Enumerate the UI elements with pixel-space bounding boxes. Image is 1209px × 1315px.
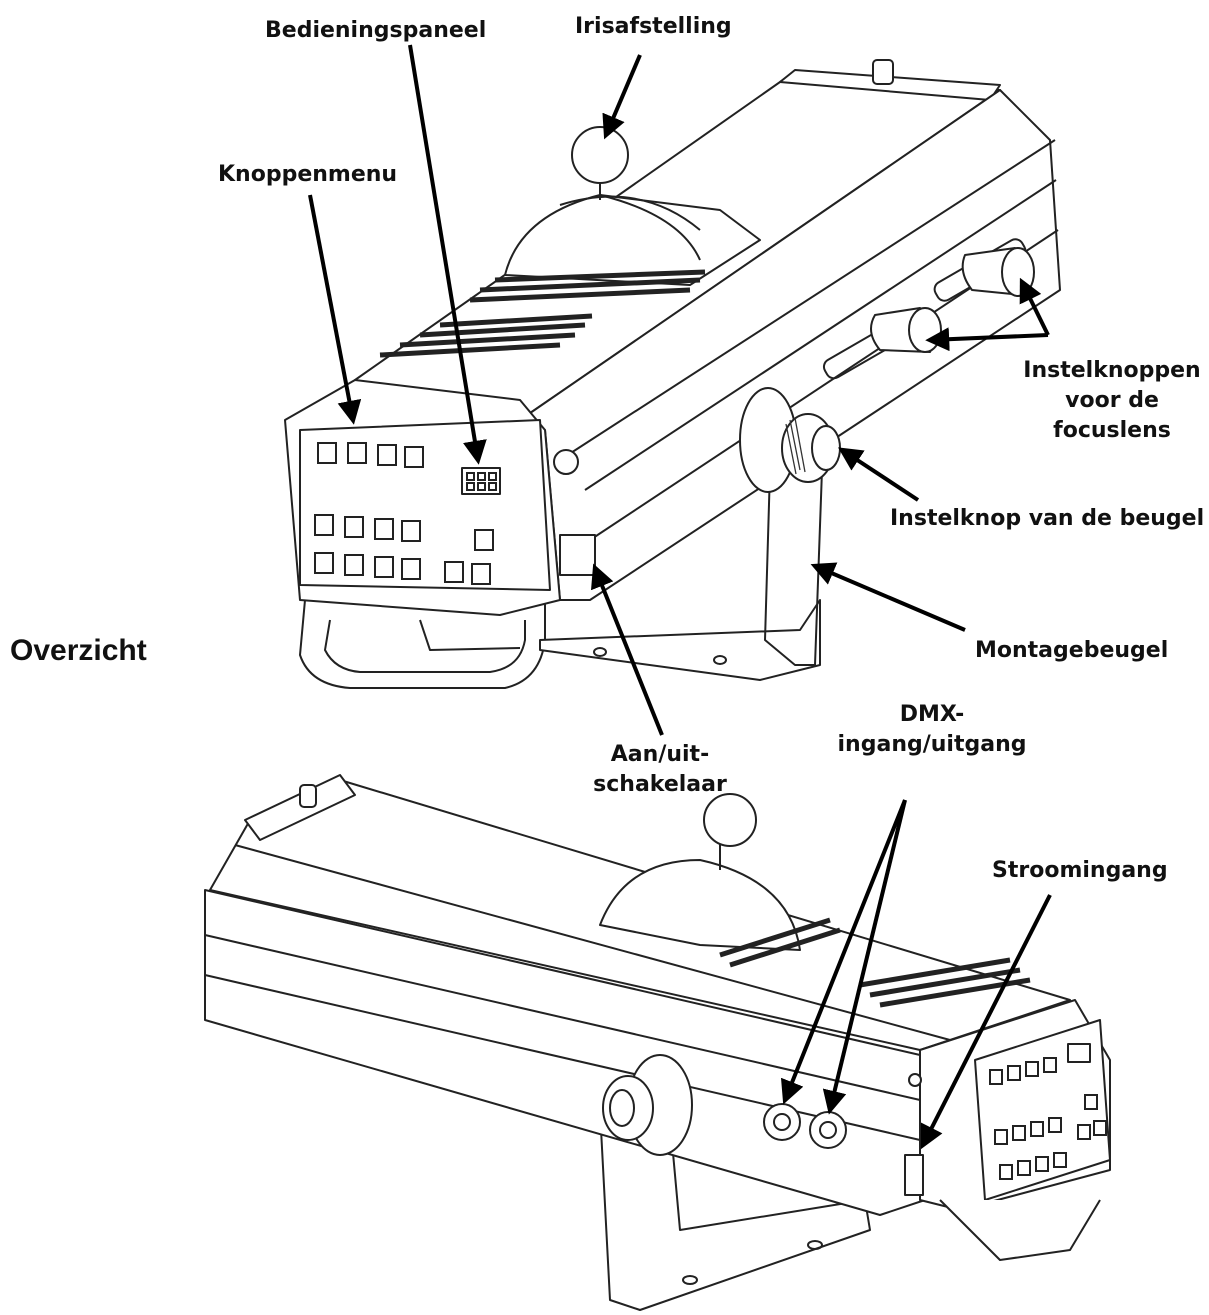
- arrow-power-switch: [591, 563, 664, 736]
- label-montagebeugel: Montagebeugel: [975, 638, 1169, 663]
- arrow-button-menu: [308, 194, 362, 425]
- label-bedieningspaneel: Bedieningspaneel: [265, 18, 487, 43]
- arrow-power-inlet: [920, 894, 1052, 1150]
- label-line: focuslens: [1053, 418, 1171, 443]
- label-instelknoppen-focuslens: Instelknoppen voor de focuslens: [1022, 356, 1202, 446]
- arrow-iris: [602, 54, 642, 140]
- label-line: schakelaar: [593, 772, 727, 797]
- page-title: Overzicht: [10, 634, 147, 667]
- label-line: Instelknoppen: [1023, 358, 1201, 383]
- arrow-dmx-2: [822, 799, 907, 1115]
- arrow-focus-knob-right: [1019, 277, 1050, 336]
- label-aan-uit-schakelaar: Aan/uit- schakelaar: [580, 740, 740, 800]
- top-fixture: [284, 59, 1061, 689]
- label-stroomingang: Stroomingang: [992, 858, 1168, 883]
- arrow-focus-knob-left: [925, 327, 1049, 352]
- arrow-mounting-bracket: [810, 562, 966, 632]
- label-dmx: DMX- ingang/uitgang: [832, 700, 1032, 760]
- arrow-dmx-1: [780, 799, 907, 1105]
- label-line: Aan/uit-: [610, 742, 710, 767]
- arrow-control-panel: [408, 44, 487, 465]
- focus-knob-left: [870, 307, 942, 353]
- bracket-knob: [739, 387, 841, 493]
- label-irisafstelling: Irisafstelling: [575, 14, 732, 39]
- label-instelknop-beugel: Instelknop van de beugel: [890, 506, 1205, 531]
- label-line: voor de: [1065, 388, 1159, 413]
- label-line: ingang/uitgang: [837, 732, 1027, 757]
- label-knoppenmenu: Knoppenmenu: [218, 162, 398, 187]
- iris-dome: [504, 126, 761, 286]
- panel-buttons: [314, 442, 494, 585]
- arrow-bracket-knob: [837, 447, 920, 502]
- bottom-fixture: [204, 774, 1111, 1311]
- callout-arrows: [308, 44, 1052, 1150]
- label-line: DMX-: [899, 702, 965, 727]
- top-vents: [379, 269, 706, 358]
